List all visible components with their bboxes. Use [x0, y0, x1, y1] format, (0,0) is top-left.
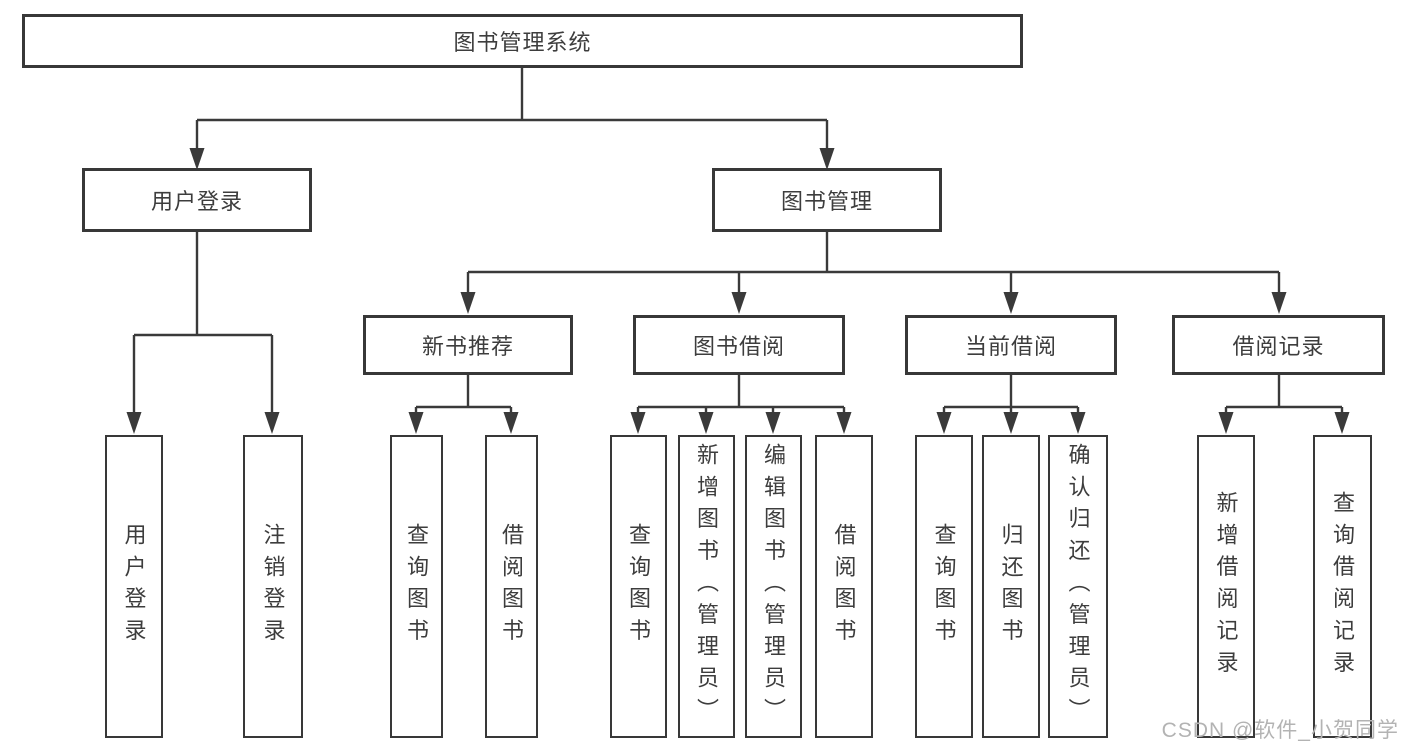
- node-book-borrow: 图书借阅: [633, 315, 845, 375]
- leaf-label: 借阅图书: [831, 522, 857, 651]
- leaf-label: 用户登录: [121, 522, 147, 651]
- node-current-borrow: 当前借阅: [905, 315, 1117, 375]
- node-leaf-return-book: 归还图书: [982, 435, 1040, 738]
- leaf-label: 新增图书（管理员）: [694, 442, 720, 731]
- leaf-label: 归还图书: [998, 522, 1024, 651]
- node-leaf-borrow-book-2: 借阅图书: [815, 435, 873, 738]
- node-leaf-logout: 注销登录: [243, 435, 303, 738]
- leaf-label: 查询图书: [404, 522, 430, 651]
- leaf-label: 查询借阅记录: [1330, 490, 1356, 683]
- node-leaf-edit-book-admin: 编辑图书（管理员）: [745, 435, 802, 738]
- leaf-label: 注销登录: [260, 522, 286, 651]
- node-leaf-query-borrow-record: 查询借阅记录: [1313, 435, 1372, 738]
- node-root: 图书管理系统: [22, 14, 1023, 68]
- node-leaf-query-book-3: 查询图书: [915, 435, 973, 738]
- leaf-label: 新增借阅记录: [1213, 490, 1239, 683]
- node-leaf-user-login: 用户登录: [105, 435, 163, 738]
- csdn-watermark: CSDN @软件_小贺同学: [1161, 719, 1399, 742]
- node-leaf-query-book-1: 查询图书: [390, 435, 443, 738]
- node-leaf-borrow-book-1: 借阅图书: [485, 435, 538, 738]
- node-new-book-recommend: 新书推荐: [363, 315, 573, 375]
- leaf-label: 编辑图书（管理员）: [761, 442, 787, 731]
- leaf-label: 查询图书: [931, 522, 957, 651]
- node-leaf-confirm-return-admin: 确认归还（管理员）: [1048, 435, 1108, 738]
- node-leaf-query-book-2: 查询图书: [610, 435, 667, 738]
- leaf-label: 确认归还（管理员）: [1065, 442, 1091, 731]
- node-book-management: 图书管理: [712, 168, 942, 232]
- node-user-login: 用户登录: [82, 168, 312, 232]
- arrowheads: [126, 148, 1350, 434]
- node-leaf-add-book-admin: 新增图书（管理员）: [678, 435, 735, 738]
- leaf-label: 借阅图书: [499, 522, 525, 651]
- leaf-label: 查询图书: [626, 522, 652, 651]
- node-leaf-add-borrow-record: 新增借阅记录: [1197, 435, 1255, 738]
- node-borrow-records: 借阅记录: [1172, 315, 1385, 375]
